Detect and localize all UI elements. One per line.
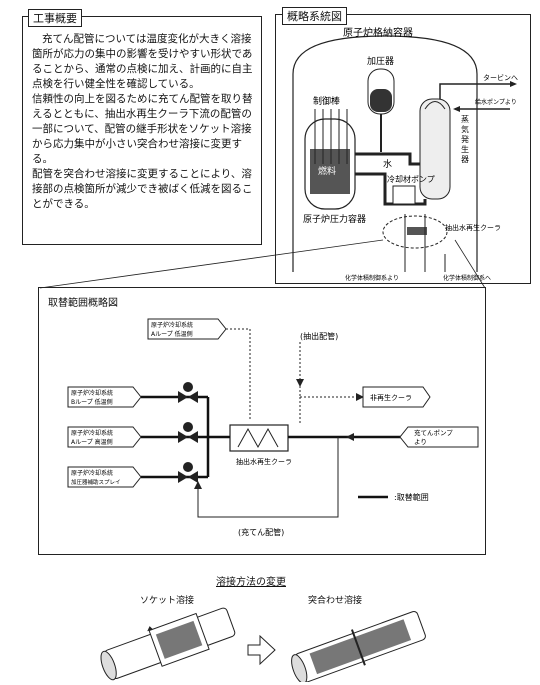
nonregen-cooler-box — [362, 386, 431, 408]
welding-diagram — [100, 607, 426, 682]
overview-paragraph-1: 充てん配管については温度変化が大きく溶接箇所が応力の集中の影響を受けやすい形状で… — [32, 33, 253, 90]
butt-pipe — [291, 611, 426, 682]
system-diagram: 原子炉格納容器 加圧器 制御棒 燃料 原子炉圧力容器 水 冷却材ポンプ タービン… — [292, 26, 518, 282]
overview-title: 工事概要 — [28, 9, 82, 27]
containment-label: 原子炉格納容器 — [343, 26, 413, 39]
detail-diagram: 原子炉冷却系統 Aループ 低温側 (抽出配管) 非再生クーラ 原子炉冷却系統 B… — [67, 318, 479, 537]
regen-cooler-box — [229, 424, 289, 452]
water-label: 水 — [383, 158, 392, 170]
charging-pump-label-2: より — [414, 438, 427, 446]
regen-cooler-detail-label: 抽出水再生クーラ — [236, 457, 292, 466]
loop-a-low-label-1: 原子炉冷却系統 — [151, 321, 193, 329]
charging-pump-box — [399, 426, 479, 448]
pressurizer-label: 加圧器 — [367, 56, 394, 67]
coolant-pump — [392, 185, 416, 205]
legend-label: :取替範囲 — [394, 492, 429, 502]
overview-body: 充てん配管については温度変化が大きく溶接箇所が応力の集中の影響を受けやすい形状で… — [32, 32, 254, 212]
welding-title: 溶接方法の変更 — [216, 577, 286, 588]
nonregen-cooler-label: 非再生クーラ — [370, 393, 412, 402]
regen-cooler-zone — [382, 215, 448, 249]
loop-b-low-box — [67, 386, 142, 408]
fuel-label: 燃料 — [318, 165, 336, 177]
pzr-spray-label-1: 原子炉冷却系統 — [71, 469, 113, 477]
socket-weld-label: ソケット溶接 — [140, 596, 195, 606]
loop-a-high-label-2: Aループ 高温側 — [71, 438, 113, 446]
containment-outline — [292, 35, 478, 272]
overview-paragraph-3: 配管を突合わせ溶接に変更することにより、溶接部の点検箇所が減少でき被ばく低減を図… — [32, 168, 253, 210]
vessel-label: 原子炉圧力容器 — [303, 213, 366, 225]
loop-b-low-label-2: Bループ 低温側 — [71, 398, 113, 406]
butt-weld-label: 突合わせ溶接 — [308, 596, 363, 606]
control-rod-label: 制御棒 — [313, 95, 340, 107]
loop-a-low-box — [147, 318, 227, 340]
from-chem-label: 化学体積制御系より — [345, 274, 399, 282]
loop-a-high-label-1: 原子炉冷却系統 — [71, 429, 113, 437]
loop-a-low-label-2: Aループ 低温側 — [151, 330, 193, 338]
to-chem-label: 化学体積制御系へ — [443, 274, 491, 282]
detail-title: 取替範囲概略図 — [48, 298, 118, 309]
system-title: 概略系統図 — [282, 7, 347, 25]
change-arrow-icon — [247, 634, 276, 666]
steam-generator — [419, 98, 451, 200]
letdown-pipe-label: (抽出配管) — [300, 331, 338, 341]
loop-a-high-box — [67, 426, 142, 448]
socket-pipe — [100, 607, 236, 681]
to-turbine-label: タービンへ — [483, 73, 518, 82]
charging-pipe-label: (充てん配管) — [238, 527, 284, 537]
loop-b-low-label-1: 原子炉冷却系統 — [71, 389, 113, 397]
pzr-spray-box — [67, 466, 142, 488]
detail-panel — [38, 287, 486, 555]
coolant-pump-label: 冷却材ポンプ — [387, 174, 435, 184]
overview-paragraph-2: 信頼性の向上を図るために充てん配管を取り替えるとともに、抽出水再生クーラ下流の配… — [32, 93, 253, 165]
pzr-spray-label-2: 加圧器補助スプレイ — [71, 478, 121, 486]
system-panel — [275, 14, 531, 284]
feedwater-label: 給水ポンプより — [475, 98, 517, 106]
steam-generator-vertical-label: 蒸気発生器 — [461, 115, 469, 164]
regen-cooler-label: 抽出水再生クーラ — [445, 223, 501, 232]
charging-pump-label-1: 充てんポンプ — [414, 428, 453, 437]
